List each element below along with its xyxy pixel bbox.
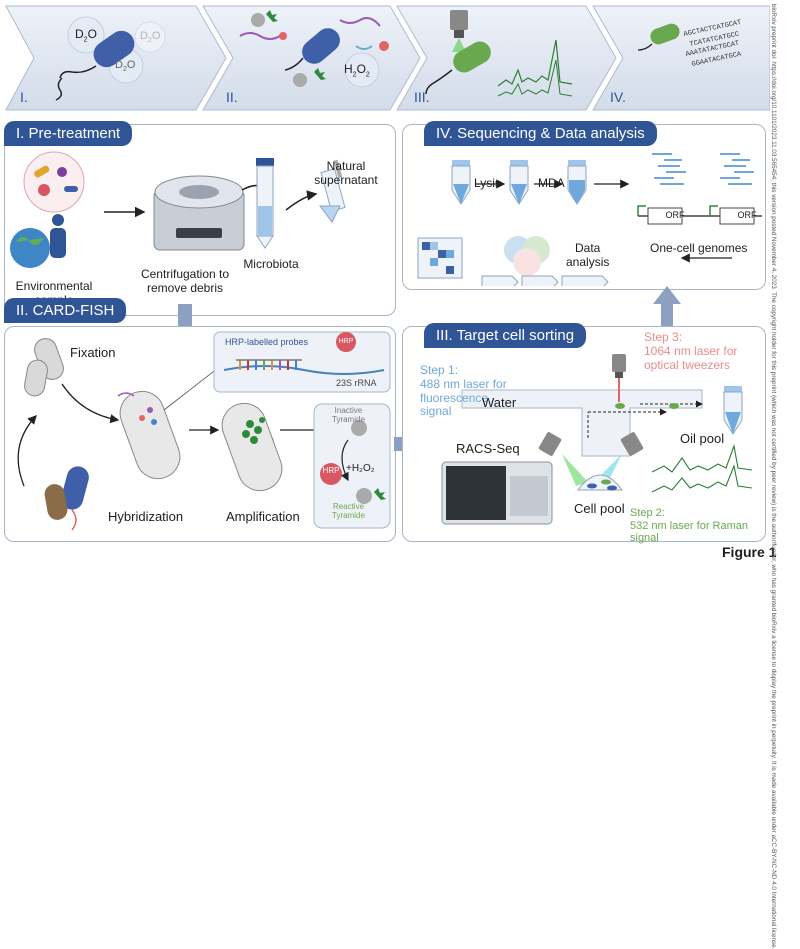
orf-label-2: ORF [737, 210, 757, 220]
step3-label: Step 3: 1064 nm laser for optical tweeze… [644, 330, 738, 372]
genome-track-icon [637, 205, 762, 225]
hrp-probes-label: HRP-labelled probes [225, 337, 309, 347]
figure-label: Figure 1 [722, 544, 777, 560]
step2-label: Step 2: 532 nm laser for Raman signal [630, 507, 748, 545]
stage-3-label: III. [414, 89, 430, 105]
microbiota-label: Microbiota [243, 257, 299, 271]
d2o-label-2: D2O [115, 59, 136, 74]
amplified-tube-icon [567, 160, 587, 205]
inactive-tyramide-label: Inactive Tyramide [332, 406, 365, 425]
cardfish-title: II. CARD-FISH [4, 298, 127, 323]
amplification-label: Amplification [226, 509, 300, 524]
heavy-water-bacterium-icon [55, 16, 166, 101]
step1-label: Step 1: 488 nm laser for fluorescence si… [420, 363, 507, 419]
orf-label-1: ORF [665, 210, 685, 220]
sorting-illustration [441, 354, 753, 525]
hybridized-cell-icon [117, 390, 181, 480]
chevron-stage-3 [396, 5, 617, 111]
supernatant-tube-icon [319, 159, 346, 223]
one-cell-genomes-label: One-cell genomes [650, 241, 748, 255]
fluorescence-objective-icon [538, 432, 588, 486]
venn-diagram-icon [504, 236, 550, 276]
environmental-sample-icon [10, 151, 85, 268]
sorting-title: III. Target cell sorting [424, 323, 587, 348]
stage-2-label: II. [226, 89, 238, 105]
raw-cells-icon [44, 466, 89, 531]
sequencing-illustration [417, 153, 762, 286]
rrna-label: 23S rRNA [336, 378, 377, 388]
optical-tweezer-objective-icon [612, 354, 626, 402]
mda-tube-icon [509, 160, 529, 205]
d2o-label-faded: D2O [140, 30, 161, 45]
oil-pool-label: Oil pool [680, 431, 725, 446]
centrifuge-icon [153, 175, 245, 251]
heatmap-icon [417, 237, 463, 279]
stage-4-label: IV. [610, 89, 626, 105]
pretreatment-title: I. Pre-treatment [4, 121, 133, 146]
water-label: Water [482, 395, 517, 410]
chevron-stage-4 [592, 5, 770, 111]
h2o2-reaction-label: +H₂O₂ [346, 463, 375, 474]
microbiota-tube-icon [256, 158, 274, 249]
centrifugation-label: Centrifugation to remove debris [140, 267, 230, 295]
cell-pool-droplet [577, 474, 623, 491]
natural-supernatant-label: Natural supernatant [314, 159, 378, 187]
reactive-tyramide-label: Reactive Tyramide [332, 502, 365, 521]
raman-spectrum-plot [651, 443, 753, 493]
fixation-cells-icon [24, 338, 64, 397]
pretreatment-illustration [10, 151, 346, 268]
tyramide-reaction-box [313, 403, 391, 529]
racs-seq-label: RACS-Seq [456, 441, 520, 456]
sequencing-title: IV. Sequencing & Data analysis [424, 121, 657, 146]
process-banner: AGCTACTCATGCAT TCATATCATGCC AAATATACTGCA… [5, 5, 770, 111]
racs-seq-instrument-icon [441, 461, 553, 525]
data-analysis-label: Data analysis [566, 241, 610, 269]
hrp-badge-reaction: HRP [322, 466, 340, 475]
raman-microscope-icon [425, 10, 573, 97]
hrp-badge-probe: HRP [336, 332, 356, 352]
hybridization-label: Hybridization [108, 509, 184, 524]
oil-pool-tube-icon [723, 386, 743, 435]
stage-1-label: I. [20, 89, 28, 105]
preprint-notice-text: bioRxiv preprint doi: https://doi.org/10… [770, 4, 777, 949]
sequence-reads-icon [652, 153, 754, 185]
cardfish-illustration [17, 331, 391, 531]
h2o2-label: H2O2 [344, 62, 370, 79]
mda-label: MDA [538, 176, 565, 190]
probe-labelling-icon [239, 10, 389, 88]
amplified-cell-icon [221, 402, 283, 492]
up-arrow [653, 286, 681, 334]
sequencing-panel [402, 124, 766, 290]
microfluidic-chip [461, 389, 703, 457]
lysis-label: Lysis [474, 176, 501, 190]
gene-map-icon [481, 275, 609, 286]
preprint-notice: bioRxiv preprint doi: https://doi.org/10… [769, 2, 799, 949]
lysis-tube-icon [451, 160, 471, 205]
cell-pool-label: Cell pool [574, 501, 625, 516]
d2o-label: D2O [75, 27, 97, 44]
fixation-label: Fixation [70, 345, 116, 360]
